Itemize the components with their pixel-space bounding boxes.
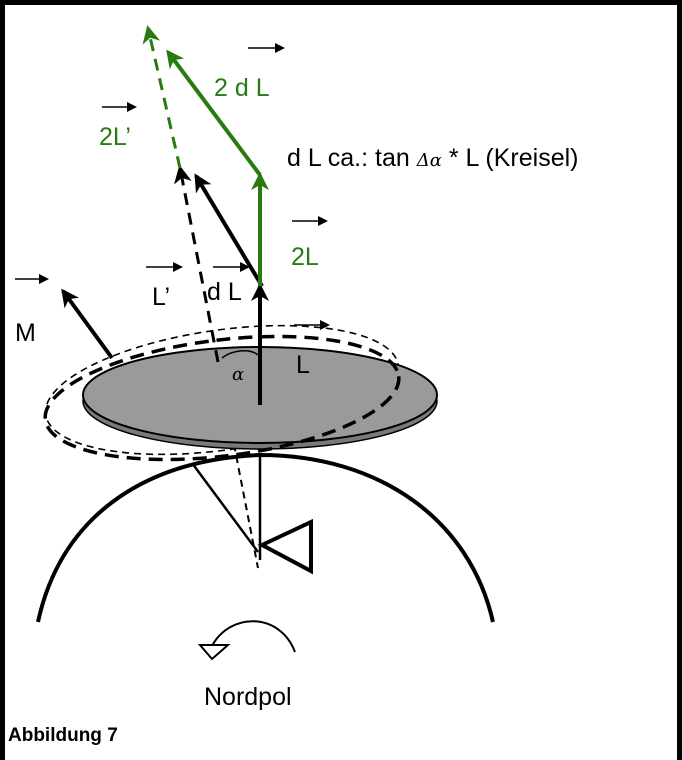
- support-line-dashed: [217, 361, 259, 569]
- L-prime-dashed-axis: [174, 165, 220, 363]
- dL-label: d L: [207, 278, 242, 306]
- figure-caption: Abbildung 7: [8, 725, 118, 746]
- L-label: L: [296, 351, 310, 379]
- two-L-label: 2L: [291, 243, 319, 271]
- north-pole-label: Nordpol: [204, 683, 292, 711]
- earth-arc: [36, 452, 495, 623]
- M-vector: [61, 288, 114, 360]
- two-dL-label: 2 d L: [214, 74, 270, 102]
- support-line-left: [190, 462, 260, 553]
- tilted-orbit-front: [43, 334, 401, 462]
- L-prime-vector: [194, 173, 264, 288]
- alpha-angle-arc: [221, 350, 259, 359]
- two-dL-vector: [166, 49, 262, 177]
- rotation-arrow-icon: [211, 620, 296, 653]
- L-prime-dashed-extension: [142, 25, 182, 169]
- formula-text: d L ca.: tan Δα * L (Kreisel): [287, 144, 578, 172]
- M-label: M: [15, 319, 36, 347]
- two-L-prime-label: 2L’: [99, 123, 131, 151]
- L-prime-label: L’: [152, 283, 170, 311]
- alpha-label: α: [232, 364, 244, 385]
- observer-triangle-icon: [257, 518, 313, 575]
- rotation-arrowhead-icon: [197, 644, 231, 661]
